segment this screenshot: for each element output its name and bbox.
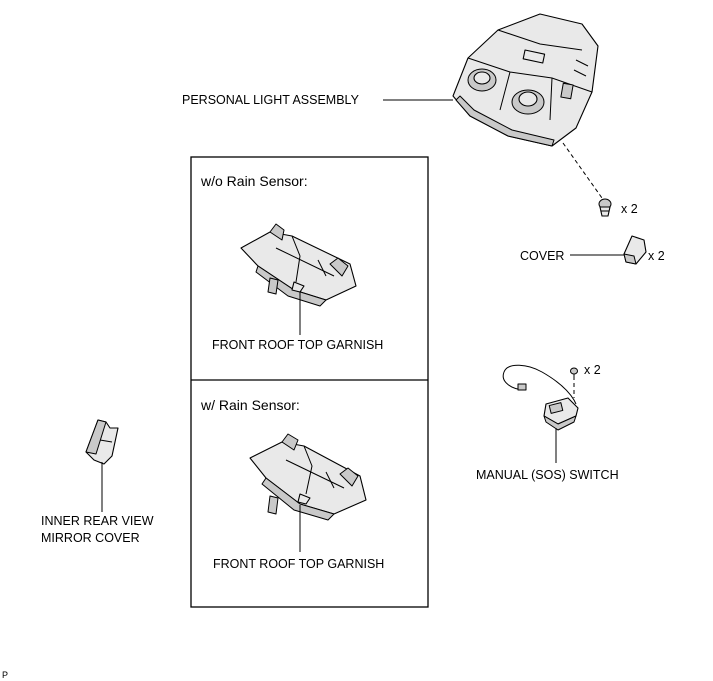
cover-clip-icon [623, 235, 647, 265]
screw-guide-line [562, 142, 603, 199]
personal-light-label: PERSONAL LIGHT ASSEMBLY [182, 93, 360, 107]
with-rain-sensor-heading: w/ Rain Sensor: [200, 397, 300, 413]
roof-garnish-icon [249, 433, 367, 521]
screw-quantity: x 2 [621, 202, 638, 216]
mirror-cover-label-line2: MIRROR COVER [41, 531, 140, 545]
cover-label: COVER [520, 249, 564, 263]
roof-garnish-icon [240, 223, 357, 307]
sos-switch-icon [502, 364, 579, 431]
corner-mark: P [2, 670, 8, 680]
variant-box [190, 156, 429, 608]
without-rain-sensor-heading: w/o Rain Sensor: [200, 173, 308, 189]
garnish-bottom-label: FRONT ROOF TOP GARNISH [213, 557, 384, 571]
mirror-cover-icon [85, 419, 119, 465]
garnish-top-label: FRONT ROOF TOP GARNISH [212, 338, 383, 352]
manual-switch-label: MANUAL (SOS) SWITCH [476, 468, 619, 482]
screw-icon [598, 198, 612, 217]
switch-screw-quantity: x 2 [584, 363, 601, 377]
mirror-cover-label-line1: INNER REAR VIEW [41, 514, 154, 528]
personal-light-assembly-icon [452, 13, 599, 147]
screw-icon [570, 367, 578, 378]
cover-quantity: x 2 [648, 249, 665, 263]
